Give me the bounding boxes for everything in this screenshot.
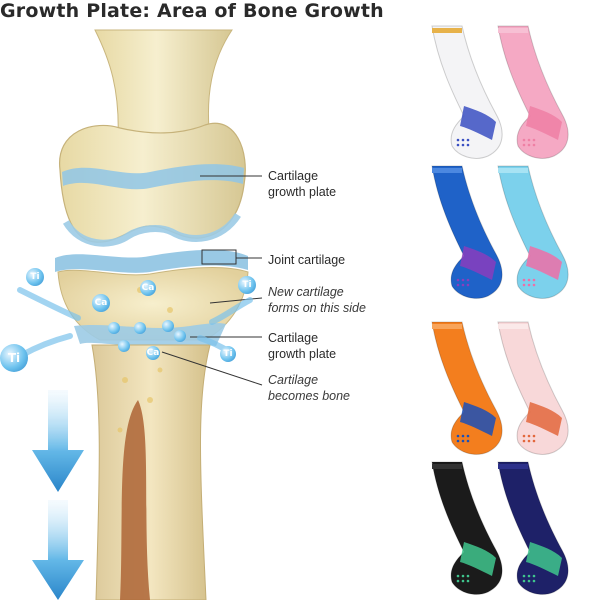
label-cartilage-growth-plate-bottom: Cartilage growth plate <box>268 331 337 361</box>
tibia-head <box>57 267 249 341</box>
label-cartilage-becomes-bone: Cartilage becomes bone <box>268 373 351 403</box>
sock-pink <box>497 25 569 159</box>
diagram-title: Growth Plate: Area of Bone Growth <box>0 0 384 22</box>
ion-ti-big: Ti <box>0 344 28 372</box>
sock-navy <box>497 461 569 595</box>
joint-cartilage-marker <box>201 249 237 265</box>
ion-ti-3: Ti <box>220 346 236 362</box>
ion-small-2 <box>134 322 146 334</box>
ion-small-3 <box>162 320 174 332</box>
label-joint-cartilage: Joint cartilage <box>268 253 346 267</box>
ion-ca-3: Ca <box>146 346 160 360</box>
sock-white-blue <box>431 25 503 159</box>
ion-small-4 <box>174 330 186 342</box>
joint-cartilage-lower <box>55 249 248 273</box>
label-new-cartilage: New cartilage forms on this side <box>268 285 366 315</box>
ion-small-1 <box>108 322 120 334</box>
leader-becomes-bone <box>161 351 263 386</box>
leader-new-cartilage <box>209 297 263 304</box>
ion-ca-1: Ca <box>92 294 110 312</box>
ion-ca-2: Ca <box>140 280 156 296</box>
ion-ti-2: Ti <box>238 276 256 294</box>
sock-sky-blue <box>497 165 569 299</box>
ion-ti-1: Ti <box>26 268 44 286</box>
sock-black <box>431 461 503 595</box>
upper-growth-plate <box>62 164 244 190</box>
joint-cartilage-upper <box>62 212 241 247</box>
growth-arrows <box>32 390 84 600</box>
sock-royal-blue <box>431 165 503 299</box>
sock-light-pink <box>497 321 569 455</box>
sock-orange <box>431 321 503 455</box>
label-cartilage-growth-plate-top: Cartilage growth plate <box>268 169 337 199</box>
ion-small-5 <box>118 340 130 352</box>
marrow-cavity <box>120 400 150 600</box>
